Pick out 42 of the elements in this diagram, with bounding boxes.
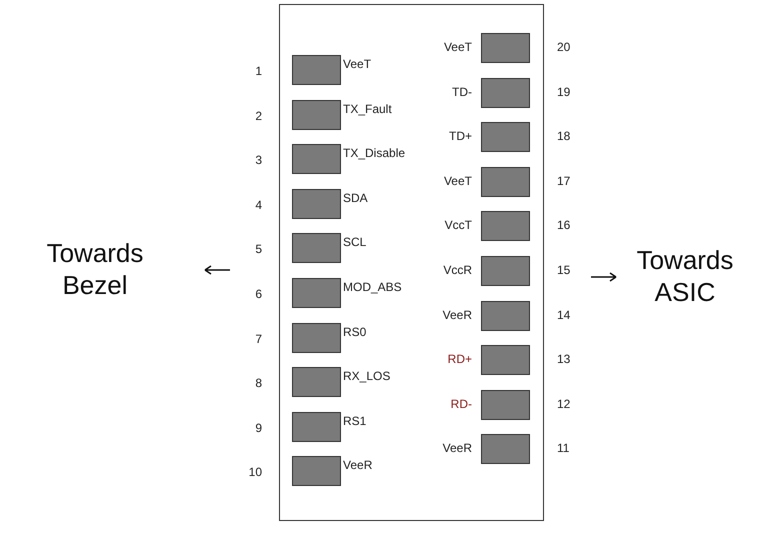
signal-name: VeeT xyxy=(444,174,472,188)
pin-number: 3 xyxy=(255,153,262,168)
pin-number: 17 xyxy=(557,174,570,188)
direction-label: Towards Bezel xyxy=(46,237,144,301)
signal-name: VccR xyxy=(443,263,472,277)
pin-number: 6 xyxy=(255,287,262,301)
pin-number: 7 xyxy=(255,332,262,346)
pin-number: 19 xyxy=(557,84,570,99)
signal-name: VccT xyxy=(444,218,472,232)
signal-name: VeeR xyxy=(343,458,372,472)
signal-name: VeeR xyxy=(442,308,472,322)
pin-number: 1 xyxy=(255,64,262,78)
signal-name: MOD_ABS xyxy=(343,280,402,294)
signal-name: VeeT xyxy=(444,40,472,54)
pin-number: 12 xyxy=(557,396,570,411)
pin-number: 20 xyxy=(557,40,570,54)
pin-number: 16 xyxy=(557,218,570,232)
signal-name: RS1 xyxy=(343,414,366,428)
signal-name: TD+ xyxy=(448,129,472,144)
signal-name: TX_Disable xyxy=(343,146,406,160)
signal-name: RD- xyxy=(450,396,472,411)
signal-name: RX_LOS xyxy=(343,369,390,384)
signal-name: SDA xyxy=(343,190,368,205)
signal-name: SCL xyxy=(343,235,366,250)
pin-number: 14 xyxy=(557,308,570,322)
signal-name: VeeR xyxy=(442,441,472,456)
pin-number: 9 xyxy=(255,420,262,435)
pin-number: 10 xyxy=(248,465,262,480)
signal-name: TD- xyxy=(452,84,472,99)
signal-name: TX_Fault xyxy=(343,102,392,116)
pin-number: 8 xyxy=(255,376,262,390)
pin-number: 4 xyxy=(255,198,262,212)
signal-name: RS0 xyxy=(343,324,366,339)
pin-number: 2 xyxy=(255,108,262,123)
signal-name: RD+ xyxy=(448,352,472,366)
pin-number: 13 xyxy=(557,352,570,366)
pin-number: 11 xyxy=(557,441,570,456)
signal-name: VeeT xyxy=(343,57,372,71)
pin-number: 15 xyxy=(557,263,570,277)
pin-number: 5 xyxy=(255,242,262,256)
direction-label: Towards ASIC xyxy=(636,244,734,308)
pin-number: 18 xyxy=(557,129,570,144)
